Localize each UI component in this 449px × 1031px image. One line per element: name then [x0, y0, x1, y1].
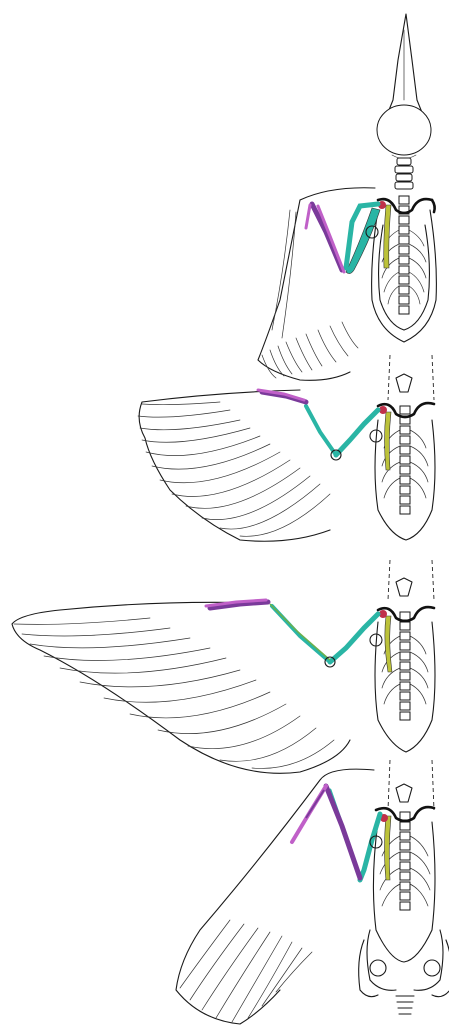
panel-4-downstroke-wing: [176, 760, 449, 1024]
panel-1-primary-feathers: [262, 322, 358, 378]
panel-2-primary-feathers: [138, 402, 330, 536]
neck-vertebrae: [395, 158, 413, 189]
skull: [377, 14, 431, 159]
panel-4-primary-feathers: [180, 920, 312, 1022]
panel-1-folded-wing: [258, 188, 436, 381]
panel-2-spine: [400, 406, 410, 514]
panel-3-fully-extended-wing: [12, 560, 435, 773]
panel-3-spine: [400, 612, 410, 720]
panel-4-spine: [400, 812, 410, 910]
panel-3-primary-feathers: [14, 618, 334, 768]
panel-2-half-extended-wing: [138, 355, 435, 541]
panel-4-pelvis-and-legs: [359, 930, 449, 1014]
